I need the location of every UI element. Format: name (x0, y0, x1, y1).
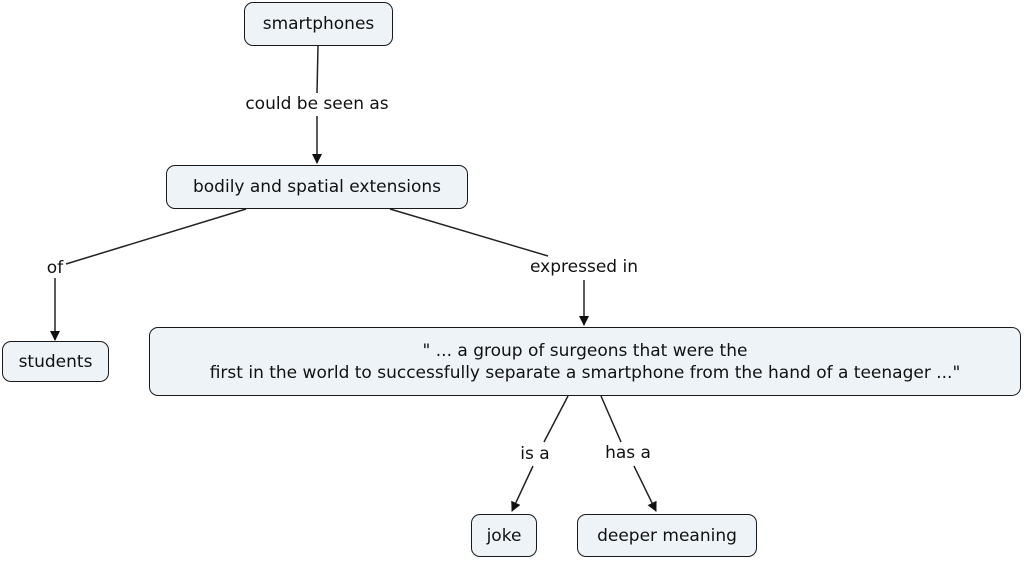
connector-quote-to-has-a (600, 395, 622, 443)
concept-deeper-meaning-label: deeper meaning (597, 525, 737, 546)
connector-bodily-to-expressed-in (389, 208, 549, 257)
link-label-is-a: is a (518, 444, 552, 464)
concept-smartphones: smartphones (244, 2, 393, 46)
link-label-could-be-seen-as: could be seen as (243, 94, 391, 114)
concept-students-label: students (18, 351, 93, 372)
connector-quote-to-is-a (543, 395, 569, 443)
arrow-has-a (633, 465, 657, 512)
concept-joke-label: joke (486, 525, 522, 546)
link-label-expressed-in: expressed in (528, 257, 640, 277)
concept-quote: " ... a group of surgeons that were the … (149, 327, 1021, 396)
concept-joke: joke (471, 514, 537, 557)
link-label-of: of (44, 258, 66, 278)
concept-students: students (2, 341, 109, 382)
concept-bodily-label: bodily and spatial extensions (192, 177, 441, 197)
concept-quote-line-1: " ... a group of surgeons that were the (422, 340, 748, 361)
link-label-has-a: has a (603, 443, 653, 463)
concept-deeper-meaning: deeper meaning (577, 514, 757, 557)
concept-quote-line-2: first in the world to successfully separ… (209, 362, 961, 383)
concept-bodily-and-spatial-extensions: bodily and spatial extensions (166, 165, 468, 209)
connector-smartphones-to-label (316, 45, 319, 94)
connector-bodily-to-of (65, 208, 247, 265)
concept-smartphones-label: smartphones (262, 14, 375, 34)
arrow-is-a (511, 465, 534, 512)
